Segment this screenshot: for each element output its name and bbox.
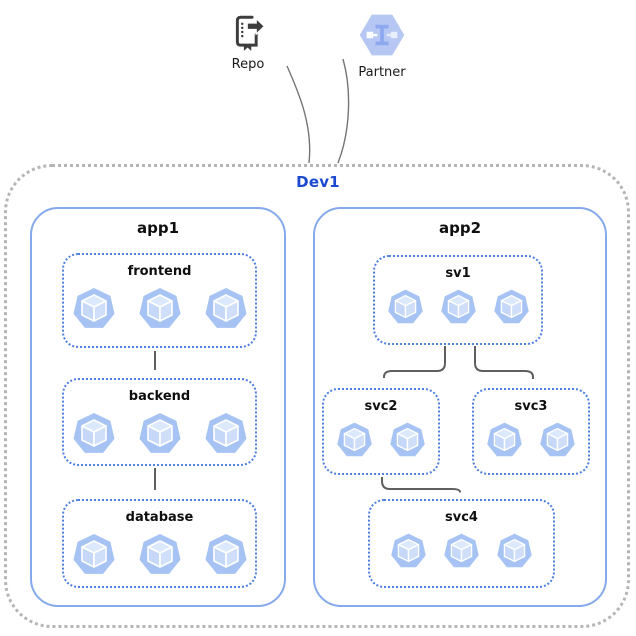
- pod-group-database: [72, 532, 248, 576]
- pod-icon: [387, 288, 424, 325]
- pod-icon: [389, 421, 426, 458]
- pod-icon: [204, 286, 248, 330]
- service-box-svc3[interactable]: svc3: [472, 388, 590, 475]
- pod-icon: [440, 288, 477, 325]
- pod-icon: [204, 411, 248, 455]
- pod-icon: [390, 532, 427, 569]
- service-box-svc2[interactable]: svc2: [322, 388, 440, 475]
- app-box-app1[interactable]: app1 frontend backend: [30, 207, 286, 607]
- pod-icon: [204, 532, 248, 576]
- edge-dev1-repo: [286, 65, 311, 164]
- pod-icon: [493, 288, 530, 325]
- service-box-svc4[interactable]: svc4: [368, 499, 555, 588]
- pod-icon: [336, 421, 373, 458]
- pod-icon: [72, 411, 116, 455]
- environment-boundary-dev1[interactable]: [4, 164, 630, 628]
- pod-icon: [138, 532, 182, 576]
- pod-icon: [138, 286, 182, 330]
- pod-icon: [539, 421, 576, 458]
- pod-group-svc2: [336, 421, 426, 458]
- app1-title: app1: [136, 219, 180, 237]
- service-label-svc2: svc2: [364, 399, 398, 414]
- service-box-database[interactable]: database: [62, 499, 257, 588]
- repo-icon: [230, 15, 266, 58]
- pod-group-backend: [72, 411, 248, 455]
- service-label-backend: backend: [128, 389, 191, 404]
- service-label-svc4: svc4: [445, 510, 478, 525]
- service-box-frontend[interactable]: frontend: [62, 253, 257, 348]
- service-label-frontend: frontend: [127, 264, 192, 279]
- pod-group-svc3: [486, 421, 576, 458]
- service-box-sv1[interactable]: sv1: [373, 255, 543, 345]
- partner-label: Partner: [358, 65, 406, 80]
- pod-group-sv1: [387, 288, 530, 325]
- pod-icon: [486, 421, 523, 458]
- pod-icon: [443, 532, 480, 569]
- pod-icon: [496, 532, 533, 569]
- repo-node[interactable]: [230, 10, 266, 54]
- pod-icon: [138, 411, 182, 455]
- service-box-backend[interactable]: backend: [62, 378, 257, 466]
- partner-hexagon-icon: [356, 14, 408, 66]
- pod-group-frontend: [72, 286, 248, 330]
- pod-icon: [72, 286, 116, 330]
- service-label-database: database: [125, 510, 194, 525]
- service-label-sv1: sv1: [445, 266, 471, 281]
- service-label-svc3: svc3: [514, 399, 548, 414]
- app2-title: app2: [438, 219, 482, 237]
- partner-node[interactable]: [356, 8, 408, 62]
- environment-label: Dev1: [296, 173, 340, 191]
- app-box-app2[interactable]: app2 sv1 svc2: [313, 207, 607, 607]
- repo-label: Repo: [231, 57, 265, 72]
- pod-group-svc4: [390, 532, 533, 569]
- pod-icon: [72, 532, 116, 576]
